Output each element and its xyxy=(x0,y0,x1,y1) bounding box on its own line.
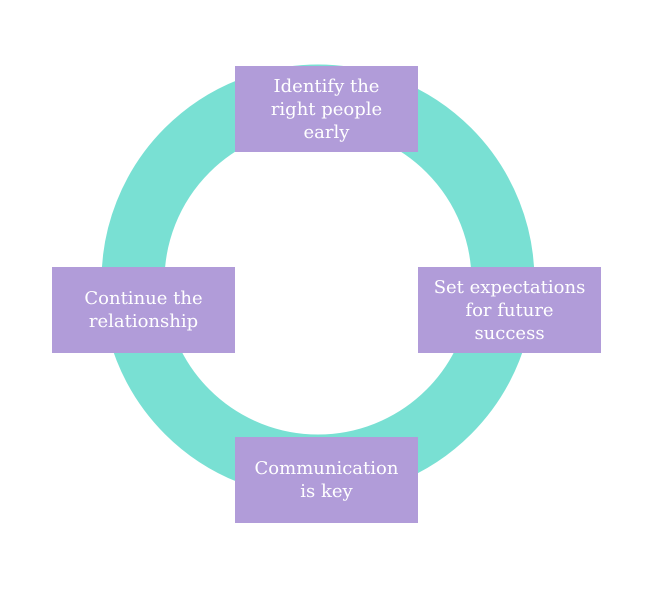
step-communication: Communication is key xyxy=(235,437,418,523)
step-label: Continue the relationship xyxy=(84,288,203,332)
step-label: Set expectations for future success xyxy=(433,276,586,344)
step-label: Identify the right people early xyxy=(270,75,383,143)
step-continue-relationship: Continue the relationship xyxy=(52,267,235,353)
step-set-expectations: Set expectations for future success xyxy=(418,267,601,353)
step-identify-people: Identify the right people early xyxy=(235,66,418,152)
step-label: Communication is key xyxy=(254,458,399,502)
